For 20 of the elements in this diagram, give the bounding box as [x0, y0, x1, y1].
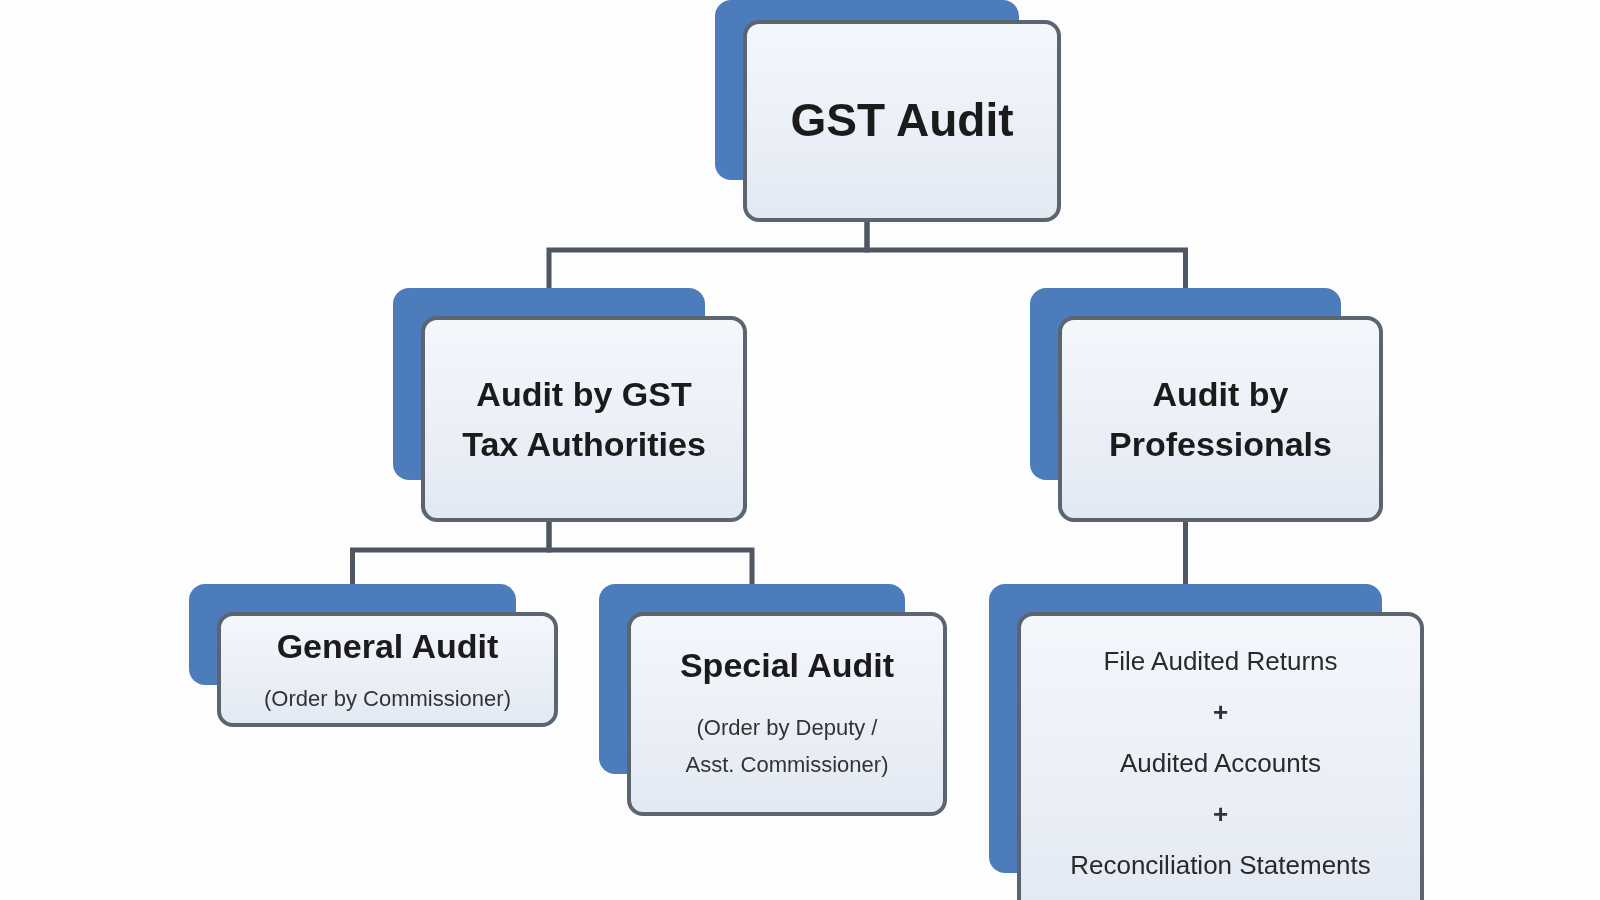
connector-line	[1183, 522, 1188, 584]
box-title: Audit by GST Tax Authorities	[461, 374, 707, 465]
box-subtitle: (Order by Deputy / Asst. Commissioner)	[684, 714, 890, 780]
connector-line	[864, 222, 1188, 288]
box-title: Audit by Professionals	[1108, 374, 1333, 465]
stacked-box	[189, 584, 558, 727]
box-title: Special Audit	[679, 644, 895, 686]
stacked-box	[1030, 288, 1383, 522]
stacked-box	[715, 0, 1061, 222]
box-title: GST Audit	[790, 93, 1014, 149]
plus-sign: +	[1212, 696, 1229, 729]
list-item: Reconciliation Statements	[1070, 849, 1371, 882]
connector-line	[546, 522, 755, 584]
box-title: General Audit	[276, 625, 499, 667]
stacked-box	[599, 584, 947, 816]
list-item: Audited Accounts	[1120, 747, 1321, 780]
stacked-box	[393, 288, 747, 522]
plus-sign: +	[1212, 798, 1229, 831]
box-subtitle: (Order by Commissioner)	[264, 684, 511, 713]
list-item: File Audited Returns	[1103, 645, 1338, 678]
